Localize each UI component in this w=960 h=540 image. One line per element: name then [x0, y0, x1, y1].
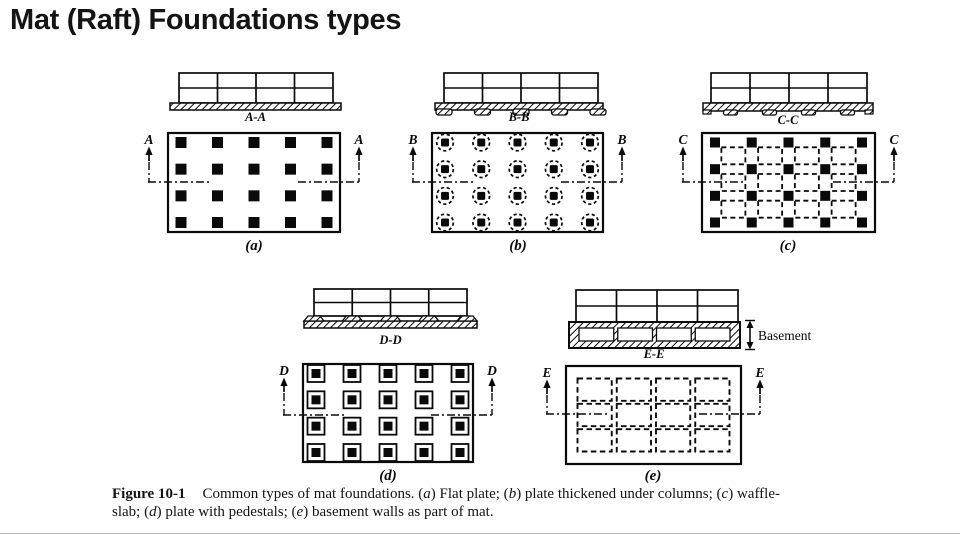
section-label-c: C-C — [778, 113, 800, 127]
basement-label: Basement — [758, 328, 811, 343]
plan-label-d: (d) — [379, 468, 397, 484]
plan-markers-c — [710, 137, 867, 228]
caption-line-2: slab; (d) plate with pedestals; (e) base… — [112, 504, 780, 522]
cut-arrow-icon — [355, 146, 363, 155]
section-label-d: D-D — [378, 333, 401, 347]
cut-arrow-icon — [679, 146, 687, 155]
diagram-e: E-E E E (e) Basement — [541, 289, 811, 484]
section-label-e: E-E — [643, 347, 665, 361]
plan-markers-b — [435, 133, 600, 232]
cut-arrow-icon — [488, 377, 496, 386]
plan-markers-e — [576, 377, 731, 453]
caption-line-1: Figure 10-1 Common types of mat foundatio… — [112, 486, 780, 504]
cut-arrow-icon — [890, 146, 898, 155]
caption-segment: ) plate thickened under columns; ( — [516, 486, 722, 502]
slide-title: Mat (Raft) Foundations types — [10, 4, 402, 36]
plan-label-e: (e) — [645, 468, 662, 484]
cut-letter: E — [541, 365, 551, 380]
cut-arrow-icon — [618, 146, 626, 155]
caption-segment: ) waffle- — [728, 486, 780, 502]
cut-arrow-icon — [280, 377, 288, 386]
plan-label-b: (b) — [509, 238, 527, 254]
plan-outline-d — [301, 362, 475, 464]
cut-letter: A — [353, 132, 363, 147]
cut-letter: B — [616, 132, 626, 147]
cut-letter: D — [486, 363, 497, 378]
figure-caption: Figure 10-1 Common types of mat foundatio… — [112, 486, 780, 521]
caption-segment: ) Flat plate; ( — [430, 486, 509, 502]
caption-letter-e: e — [296, 503, 304, 520]
cut-letter: C — [678, 132, 688, 147]
cut-arrow-icon — [145, 146, 153, 155]
diagram-layer: A-A A A (a) B-B B B (b) C-C C C (c) D-D D D (d) E-E E E (e)… — [143, 72, 899, 484]
cut-letter: D — [278, 363, 289, 378]
caption-segment: Common types of mat foundations. ( — [202, 486, 424, 502]
diagram-b: B-B B B (b) — [407, 72, 627, 254]
diagram-a: A-A A A (a) — [143, 72, 364, 254]
plan-outline-e — [564, 364, 743, 466]
plan-label-c: (c) — [780, 238, 797, 254]
figure-number: Figure 10-1 — [112, 486, 186, 502]
cut-letter: B — [407, 132, 417, 147]
plan-markers-a — [175, 137, 333, 228]
caption-letter-b: b — [508, 486, 517, 502]
caption-segment: ) plate with pedestals; ( — [156, 503, 297, 520]
caption-letter-c: c — [721, 486, 729, 502]
caption-letter-a: a — [423, 486, 431, 502]
cut-arrow-icon — [409, 146, 417, 155]
cut-arrow-icon — [543, 379, 551, 388]
caption-letter-d: d — [149, 503, 157, 520]
bottom-divider — [0, 533, 960, 534]
plan-markers-d — [306, 364, 470, 462]
cut-letter: E — [754, 365, 764, 380]
caption-segment: ) basement walls as part of mat. — [303, 503, 494, 520]
cut-letter: C — [889, 132, 899, 147]
section-label-a: A-A — [244, 110, 266, 124]
cut-letter: A — [143, 132, 153, 147]
caption-segment: slab; ( — [112, 503, 150, 520]
section-label-b: B-B — [508, 110, 530, 124]
diagram-c: C-C C C (c) — [678, 72, 899, 254]
cut-arrow-icon — [756, 379, 764, 388]
diagram-d: D-D D D (d) — [278, 288, 497, 484]
basement-arrow-icon — [746, 320, 754, 328]
plan-label-a: (a) — [245, 238, 263, 254]
